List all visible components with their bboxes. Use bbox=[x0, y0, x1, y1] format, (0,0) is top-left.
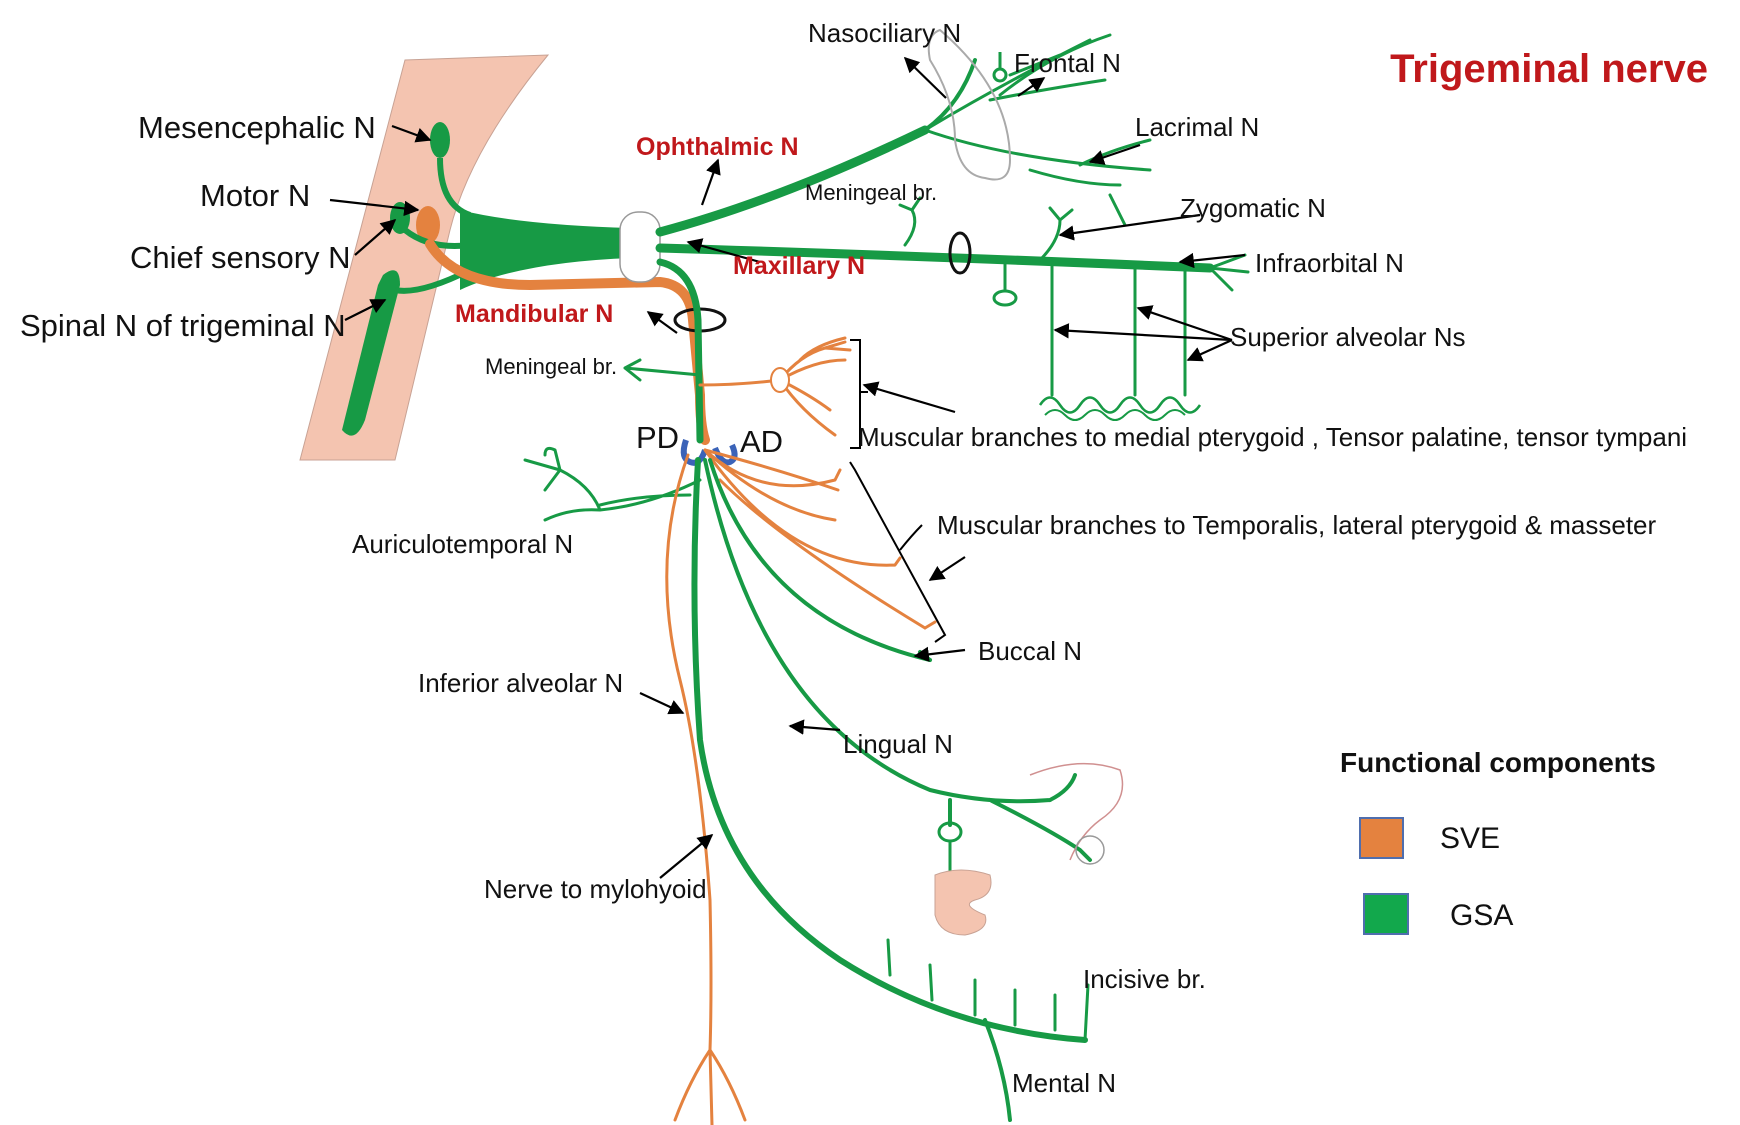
arrow-spinal bbox=[344, 299, 387, 321]
orbit-outline bbox=[927, 28, 1012, 181]
label-ophthalmic: Ophthalmic N bbox=[636, 133, 799, 161]
label-mandibular-meningeal: Meningeal br. bbox=[485, 354, 617, 379]
label-superior-alveolar: Superior alveolar Ns bbox=[1230, 322, 1466, 352]
arrow-superior-alveolar-3 bbox=[1186, 338, 1233, 362]
arrow-inferior-alveolar bbox=[639, 692, 685, 715]
label-maxillary: Maxillary N bbox=[733, 252, 865, 280]
trigeminal-ganglion bbox=[619, 211, 661, 283]
mandibular-meningeal-branch bbox=[623, 358, 702, 382]
temporalis-branches bbox=[703, 448, 937, 630]
label-incisive: Incisive br. bbox=[1083, 964, 1206, 994]
label-motor: Motor N bbox=[200, 178, 310, 213]
arrow-superior-alveolar-1 bbox=[1053, 323, 1233, 342]
anterior-division-clamp bbox=[712, 443, 738, 466]
frontal-branch-top bbox=[998, 33, 1112, 97]
label-muscular-medial: Muscular branches to medial pterygoid , … bbox=[858, 422, 1687, 452]
ophthalmic-meningeal-branch bbox=[898, 196, 922, 247]
medial-muscular-branches bbox=[698, 336, 852, 437]
label-ad: AD bbox=[740, 424, 783, 459]
label-pd: PD bbox=[636, 420, 679, 455]
inferior-alveolar-nerve bbox=[691, 457, 1088, 1043]
incisive-branches bbox=[886, 938, 1090, 1042]
otic-ganglion bbox=[770, 367, 790, 393]
motor-nucleus bbox=[416, 206, 440, 244]
arrow-muscular-medial bbox=[862, 381, 956, 414]
label-lingual: Lingual N bbox=[843, 729, 953, 759]
bracket-temporalis bbox=[849, 461, 947, 643]
maxillary-trunk bbox=[655, 243, 1215, 273]
arrow-lingual bbox=[788, 719, 841, 735]
mental-branch bbox=[983, 1018, 1012, 1122]
mesencephalic-nucleus bbox=[430, 122, 450, 158]
arrow-maxillary bbox=[686, 238, 761, 264]
label-muscular-temporalis: Muscular branches to Temporalis, lateral… bbox=[937, 510, 1657, 540]
motor-root bbox=[425, 239, 710, 445]
arrow-mesencephalic bbox=[391, 124, 432, 143]
sublingual-gland bbox=[1075, 835, 1105, 865]
legend-swatch-gsa bbox=[1363, 893, 1409, 935]
infraorbital-terminal bbox=[1208, 253, 1250, 292]
arrow-motor bbox=[329, 198, 420, 217]
arrow-mylohyoid bbox=[659, 834, 714, 879]
nerve-to-mylohyoid bbox=[665, 453, 747, 1125]
label-ophthalmic-meningeal: Meningeal br. bbox=[805, 180, 937, 205]
diagram-title: Trigeminal nerve bbox=[1390, 47, 1708, 91]
arrow-zygomatic bbox=[1058, 213, 1201, 241]
label-chief-sensory: Chief sensory N bbox=[130, 240, 351, 275]
ciliary-ganglion bbox=[992, 67, 1008, 83]
pterygopalatine-ganglion bbox=[992, 289, 1018, 307]
tongue-outline bbox=[1029, 762, 1124, 861]
label-infraorbital: Infraorbital N bbox=[1255, 248, 1404, 278]
legend-label-gsa: GSA bbox=[1450, 899, 1513, 932]
arrow-mandibular bbox=[646, 311, 678, 334]
legend-title: Functional components bbox=[1340, 747, 1656, 778]
legend: Functional components SVE GSA bbox=[1340, 747, 1656, 935]
lacrimal-branch bbox=[923, 128, 1152, 227]
mandibular-trunk bbox=[656, 258, 704, 444]
lingual-branch bbox=[703, 458, 1092, 862]
legend-swatch-sve bbox=[1359, 817, 1404, 859]
label-buccal: Buccal N bbox=[978, 636, 1082, 666]
arrow-superior-alveolar-2 bbox=[1136, 305, 1233, 342]
label-spinal: Spinal N of trigeminal N bbox=[20, 308, 346, 343]
arrow-lacrimal bbox=[1088, 143, 1141, 165]
label-nasociliary: Nasociliary N bbox=[808, 18, 961, 48]
dental-plexus bbox=[1038, 396, 1202, 414]
nasociliary-branch bbox=[923, 58, 977, 132]
ophthalmic-trunk bbox=[655, 125, 930, 237]
posterior-division-clamp bbox=[680, 439, 708, 466]
submandibular-gland bbox=[934, 869, 992, 936]
label-frontal: Frontal N bbox=[1014, 48, 1121, 78]
arrow-nasociliary bbox=[903, 56, 947, 99]
arrow-chief bbox=[354, 218, 397, 256]
label-zygomatic: Zygomatic N bbox=[1180, 193, 1326, 223]
arrow-muscular-temporalis bbox=[928, 556, 966, 581]
arrow-buccal bbox=[913, 646, 966, 662]
arrow-infraorbital bbox=[1178, 252, 1246, 269]
zygomatic-branch bbox=[1038, 206, 1074, 262]
legend-label-sve: SVE bbox=[1440, 822, 1500, 855]
foramen-rotundum bbox=[948, 231, 972, 275]
auriculotemporal-branch bbox=[523, 446, 702, 522]
label-mylohyoid: Nerve to mylohyoid bbox=[484, 874, 707, 904]
dental-plexus-2 bbox=[1044, 409, 1186, 421]
label-inferior-alveolar: Inferior alveolar N bbox=[418, 668, 623, 698]
label-lacrimal: Lacrimal N bbox=[1135, 112, 1259, 142]
arrow-frontal bbox=[1017, 77, 1046, 97]
bracket-medial-muscular bbox=[850, 339, 868, 449]
arrow-ophthalmic bbox=[700, 158, 721, 206]
trigeminal-root bbox=[460, 210, 632, 290]
label-mesencephalic: Mesencephalic N bbox=[138, 110, 376, 145]
label-mental: Mental N bbox=[1012, 1068, 1116, 1098]
label-auriculotemporal: Auriculotemporal N bbox=[352, 529, 573, 559]
label-mandibular: Mandibular N bbox=[455, 300, 613, 328]
